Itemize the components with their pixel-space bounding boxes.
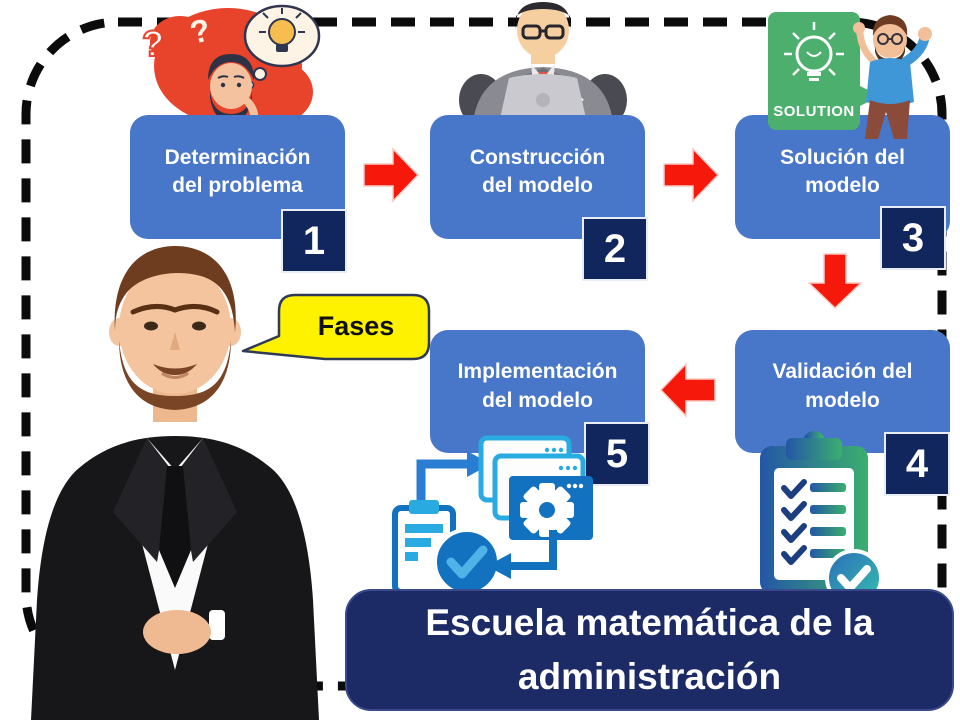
hair	[114, 246, 236, 332]
beard	[119, 340, 231, 410]
phase-number-badge: 3	[880, 206, 946, 270]
validation-checklist-illustration	[760, 431, 883, 607]
return-arrow-icon	[487, 553, 511, 579]
lightbulb-outline-icon	[795, 35, 833, 73]
phase-label: Solución del modelo	[780, 145, 905, 197]
phase-number-badge: 5	[584, 422, 650, 486]
banner-title: Escuela matemática de la administración	[425, 602, 874, 697]
celebrating-person-illustration: SOLUTION	[768, 12, 932, 139]
phase-box-solucion: Solución del modelo	[735, 115, 950, 239]
black-tie	[159, 466, 191, 588]
celebrating-man-figure	[853, 15, 932, 139]
arrow-right-icon	[363, 147, 420, 203]
implementation-process-illustration	[392, 435, 593, 596]
question-mark-icon: ?	[142, 23, 164, 64]
phase-number-badge: 2	[582, 217, 648, 281]
title-banner: Escuela matemática de la administración	[345, 589, 954, 711]
arrow-down-icon	[807, 253, 863, 310]
thinking-person-illustration: ? ?	[141, 4, 321, 130]
gear-icon	[520, 483, 574, 537]
checkmark-circle-icon	[433, 528, 501, 596]
phase-label: Implementación del modelo	[457, 360, 618, 412]
phase-label: Construcción del modelo	[469, 145, 606, 197]
solution-sign: SOLUTION	[768, 12, 880, 130]
fases-label: Fases	[317, 310, 395, 341]
hand	[143, 610, 211, 654]
checklist-rows	[781, 479, 846, 565]
phase-number-badge: 1	[281, 209, 347, 273]
solution-sign-text: SOLUTION	[773, 103, 855, 120]
phase-label: Determinación del problema	[164, 145, 311, 197]
glasses-icon	[877, 33, 903, 45]
phase-number-badge: 4	[884, 432, 950, 496]
phase-label: Validación del modelo	[772, 360, 913, 412]
lightbulb-icon	[259, 8, 305, 52]
fases-speech-bubble: Fases	[233, 289, 440, 369]
face	[119, 262, 231, 394]
arrow-left-icon	[659, 362, 716, 418]
businessman-illustration	[31, 246, 319, 720]
arrow-right-icon	[663, 147, 720, 203]
glasses-icon	[521, 24, 565, 40]
working-person-illustration	[459, 2, 627, 123]
